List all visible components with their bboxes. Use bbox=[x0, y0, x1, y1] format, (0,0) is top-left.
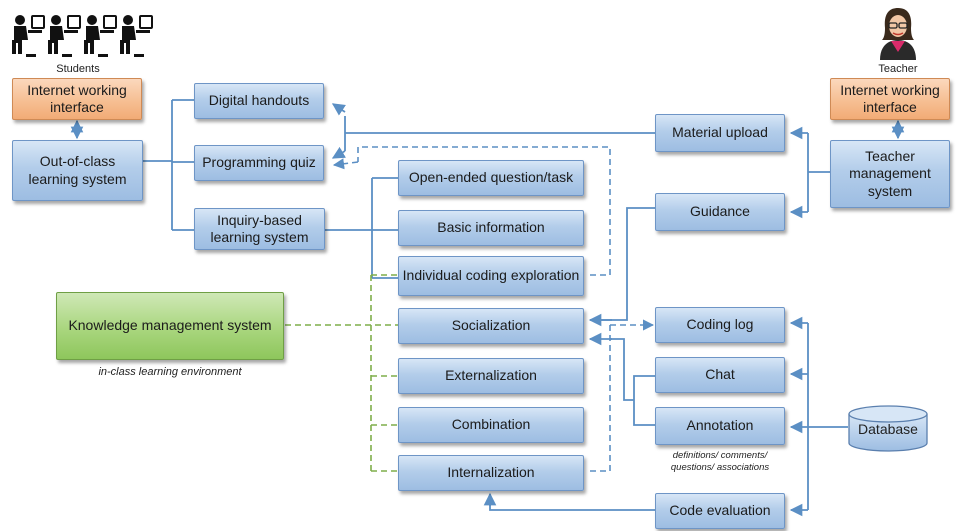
teacher-management-system: Teacher management system bbox=[830, 140, 950, 208]
internalization-dashed bbox=[590, 325, 611, 472]
material-upload-box: Material upload bbox=[655, 114, 785, 152]
open-ended-question-box: Open-ended question/task bbox=[398, 160, 584, 196]
annotation-note: definitions/ comments/ questions/ associ… bbox=[670, 450, 770, 474]
knowledge-dashed bbox=[285, 274, 398, 472]
knowledge-management-system-box: Knowledge management system bbox=[56, 292, 284, 360]
in-class-environment-caption: in-class learning environment bbox=[98, 366, 242, 378]
coding-exploration-dashed bbox=[357, 146, 611, 276]
guidance-box: Guidance bbox=[655, 193, 785, 231]
internalization-box: Internalization bbox=[398, 455, 584, 491]
teacher-branch bbox=[807, 133, 830, 212]
chat-box: Chat bbox=[655, 357, 785, 393]
combination-box: Combination bbox=[398, 407, 584, 443]
guidance-link bbox=[601, 207, 655, 321]
database-cylinder-icon bbox=[847, 405, 929, 453]
individual-coding-exploration-box: Individual coding exploration bbox=[398, 256, 584, 296]
out-of-class-branch bbox=[143, 99, 194, 231]
basic-information-box: Basic information bbox=[398, 210, 584, 246]
teacher-avatar-icon bbox=[876, 6, 920, 60]
students-caption: Students bbox=[56, 63, 100, 75]
inquiry-link bbox=[325, 177, 398, 279]
code-evaluation-link bbox=[489, 500, 655, 511]
programming-quiz-box: Programming quiz bbox=[194, 145, 324, 181]
database-label: Database bbox=[858, 421, 918, 437]
annotation-box: Annotation bbox=[655, 407, 785, 445]
teacher-internet-interface: Internet working interface bbox=[830, 78, 950, 120]
out-of-class-learning-system: Out-of-class learning system bbox=[12, 140, 143, 201]
digital-handouts-box: Digital handouts bbox=[194, 83, 324, 119]
students-group-icon bbox=[8, 10, 156, 60]
students-internet-interface: Internet working interface bbox=[12, 78, 142, 120]
teacher-caption: Teacher bbox=[878, 63, 918, 75]
inquiry-based-learning-system: Inquiry-based learning system bbox=[194, 208, 325, 250]
socialization-box: Socialization bbox=[398, 308, 584, 344]
chat-annotation-link bbox=[610, 338, 655, 426]
database-bus bbox=[807, 323, 848, 510]
code-evaluation-box: Code evaluation bbox=[655, 493, 785, 529]
material-upload-link bbox=[344, 116, 655, 151]
externalization-box: Externalization bbox=[398, 358, 584, 394]
coding-log-box: Coding log bbox=[655, 307, 785, 343]
